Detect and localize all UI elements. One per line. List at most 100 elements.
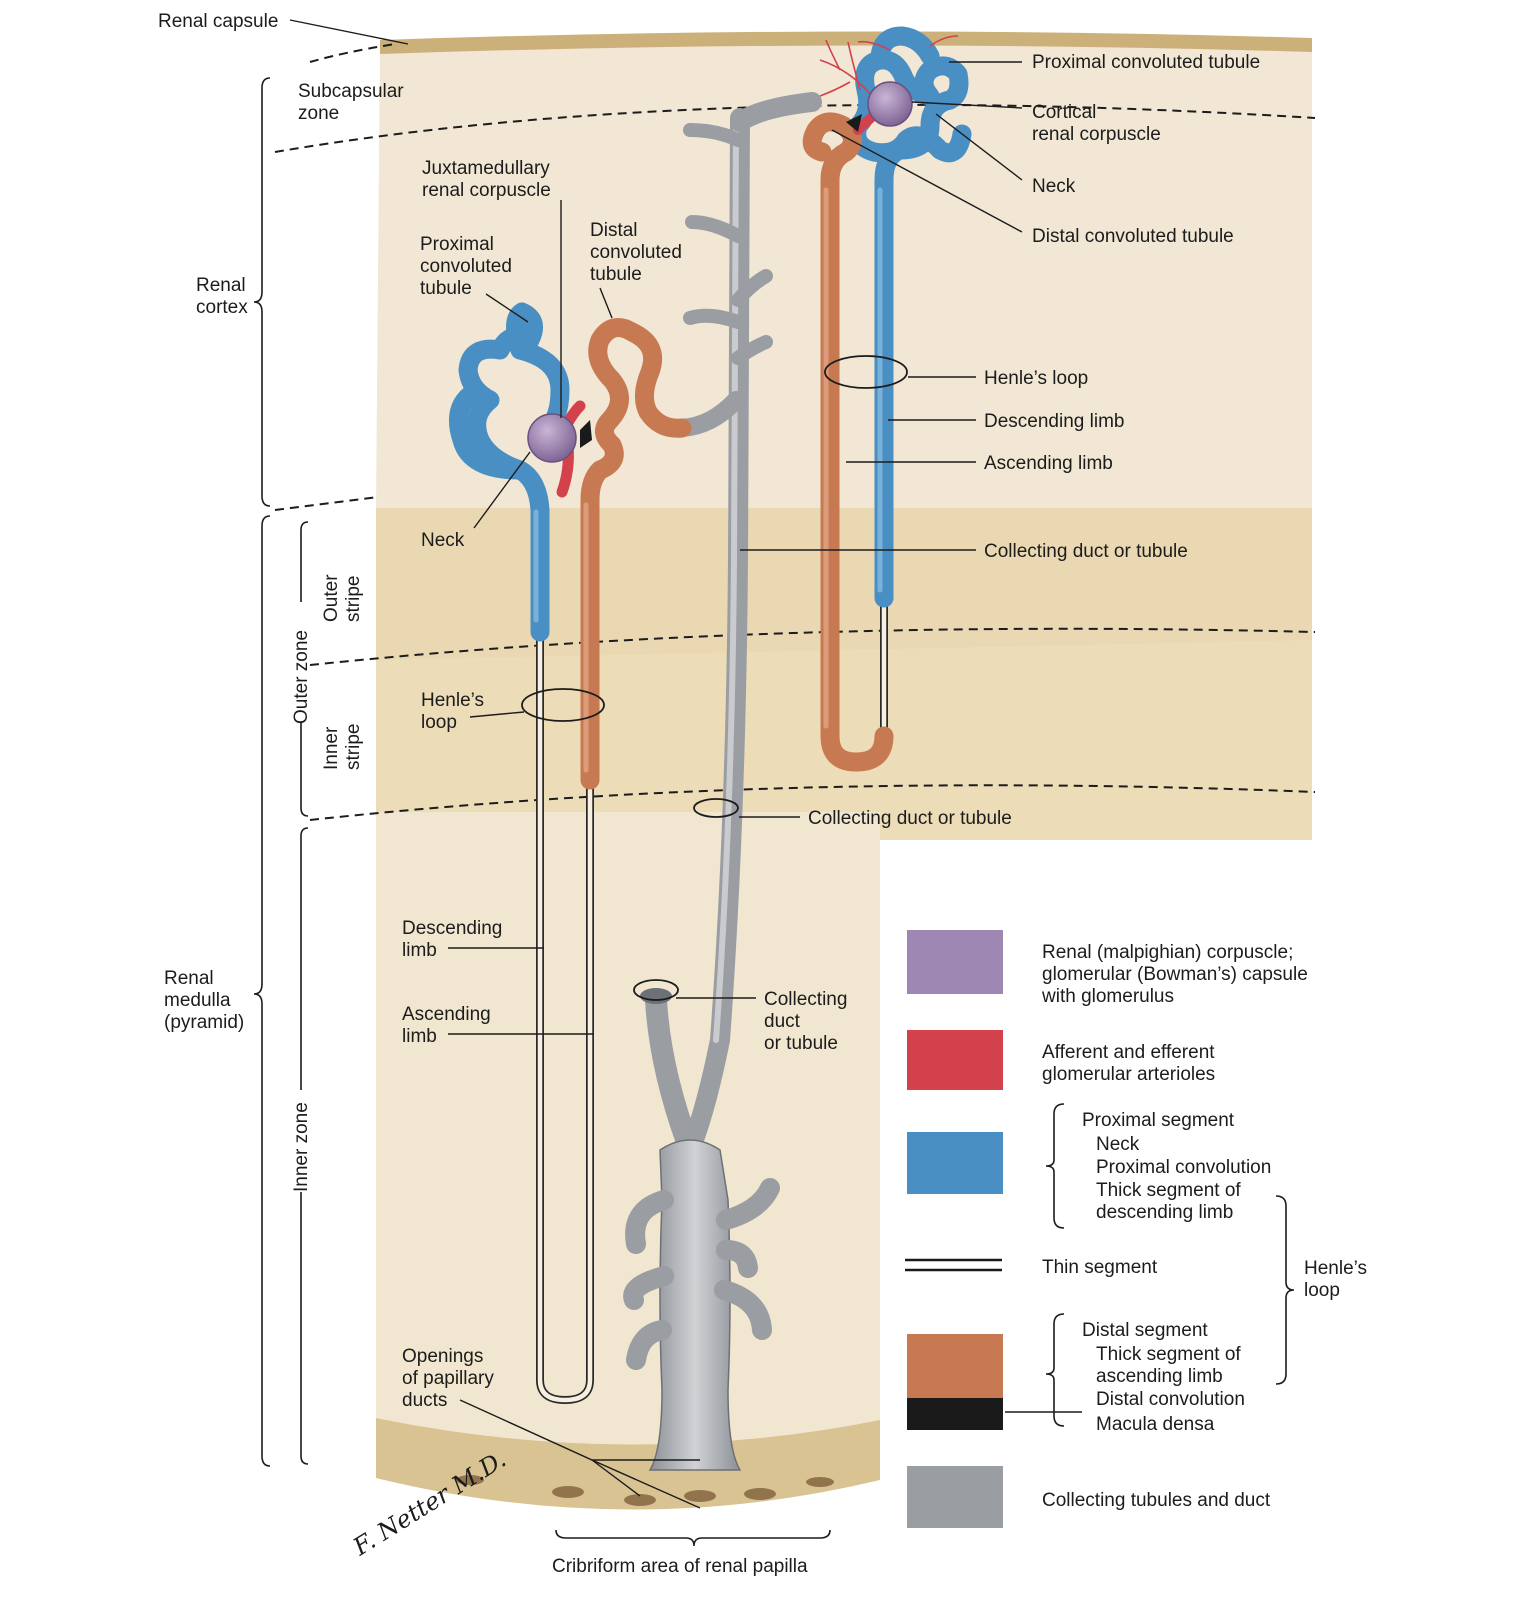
renal-capsule-label: Renal capsule — [158, 11, 278, 32]
cribriform-brace — [555, 1529, 831, 1547]
zone-braces — [253, 77, 309, 1467]
jm-ascending-label-2: limb — [402, 1026, 437, 1047]
legend-distal-brace — [1045, 1313, 1065, 1427]
papillary-duct — [648, 1139, 742, 1471]
renal-medulla-label-2: medulla — [164, 990, 231, 1011]
jm-descending-label-2: limb — [402, 940, 437, 961]
legend-proximal-item-2: Proximal convolution — [1096, 1157, 1271, 1178]
jm-corpuscle — [527, 413, 577, 463]
legend-proximal-item-3: Thick segment of — [1096, 1180, 1241, 1201]
cortical-corpuscle-label-2: renal corpuscle — [1032, 124, 1161, 145]
cortical-macula-densa — [846, 114, 862, 132]
collecting-duct-label-2: Collecting duct or tubule — [808, 808, 1012, 829]
cortical-henle-label: Henle’s loop — [984, 368, 1088, 389]
legend-swatch-thin — [905, 1258, 1002, 1272]
marker-rings — [521, 355, 908, 1001]
legend-henle-1: Henle’s — [1304, 1258, 1367, 1279]
outer-zone-label: Outer zone — [291, 630, 312, 724]
legend-henle-2: loop — [1304, 1280, 1340, 1301]
inner-medulla-region — [376, 812, 880, 1445]
legend-arterioles-2: glomerular arterioles — [1042, 1064, 1215, 1085]
inner-stripe-label-2: stripe — [343, 724, 364, 770]
outer-stripe-shade — [376, 508, 1312, 660]
jm-distal-label-2: convoluted — [590, 242, 682, 263]
cortical-ascending-label: Ascending limb — [984, 453, 1113, 474]
legend-corpuscle-1: Renal (malpighian) corpuscle; — [1042, 942, 1293, 963]
collecting-duct-label-1: Collecting duct or tubule — [984, 541, 1188, 562]
jm-neck-label: Neck — [421, 530, 465, 551]
collecting-duct-label-3c: or tubule — [764, 1033, 838, 1054]
papillary-duct-openings — [456, 1475, 834, 1506]
jm-macula-densa — [580, 420, 592, 448]
cortical-neck-label: Neck — [1032, 176, 1076, 197]
outer-stripe-label-2: stripe — [343, 576, 364, 622]
renal-cortex-brace — [253, 77, 271, 507]
legend-swatch-corpuscle — [907, 930, 1003, 994]
legend: Renal (malpighian) corpuscle; glomerular… — [905, 930, 1367, 1528]
inner-stripe-label-1: Inner — [321, 726, 342, 770]
legend-corpuscle-2: glomerular (Bowman’s) capsule — [1042, 964, 1308, 985]
leader-lines — [289, 19, 1082, 1509]
jm-henle-label-1: Henle’s — [421, 690, 484, 711]
legend-proximal-head: Proximal segment — [1082, 1110, 1235, 1131]
legend-collecting: Collecting tubules and duct — [1042, 1490, 1271, 1511]
legend-proximal-item-1: Neck — [1096, 1134, 1140, 1155]
tissue-background — [376, 31, 1312, 1510]
cortical-corpuscle-label-1: Cortical — [1032, 102, 1096, 123]
legend-distal-head: Distal segment — [1082, 1320, 1208, 1341]
renal-cortex-label-2: cortex — [196, 297, 248, 318]
outer-stripe-label-1: Outer — [321, 574, 342, 622]
zone-boundaries — [274, 43, 1316, 821]
legend-arterioles-1: Afferent and efferent — [1042, 1042, 1215, 1063]
inner-zone-label: Inner zone — [291, 1102, 312, 1192]
legend-swatch-macula — [907, 1398, 1003, 1430]
openings-label-3: ducts — [402, 1390, 447, 1411]
collecting-duct-label-3a: Collecting — [764, 989, 847, 1010]
legend-swatch-arterioles — [907, 1030, 1003, 1090]
cribriform-label: Cribriform area of renal papilla — [552, 1556, 808, 1577]
renal-medulla-brace — [253, 515, 271, 1467]
renal-cortex-label-1: Renal — [196, 275, 246, 296]
jm-proximal-label-3: tubule — [420, 278, 472, 299]
papilla-tip — [376, 1418, 880, 1510]
jm-distal-label-1: Distal — [590, 220, 638, 241]
jm-proximal-label-1: Proximal — [420, 234, 494, 255]
juxtamedullary-nephron — [448, 302, 692, 1405]
cortical-capillaries — [819, 35, 959, 97]
legend-distal-item-1: Thick segment of — [1096, 1344, 1241, 1365]
renal-medulla-label-1: Renal — [164, 968, 214, 989]
openings-label-2: of papillary — [402, 1368, 494, 1389]
legend-swatch-distal — [907, 1334, 1003, 1398]
legend-corpuscle-3: with glomerulus — [1041, 986, 1174, 1007]
legend-swatch-collecting — [907, 1466, 1003, 1528]
legend-henle-brace — [1275, 1195, 1295, 1385]
inner-zone-line — [300, 827, 309, 1465]
subcapsular-zone-label-1: Subcapsular — [298, 81, 404, 102]
jm-corpuscle-label-1: Juxtamedullary — [422, 158, 550, 179]
legend-swatch-proximal — [907, 1132, 1003, 1194]
legend-macula: Macula densa — [1096, 1414, 1215, 1435]
jm-distal-label-3: tubule — [590, 264, 642, 285]
openings-label-1: Openings — [402, 1346, 483, 1367]
jm-henle-label-2: loop — [421, 712, 457, 733]
cortical-corpuscle — [867, 81, 913, 127]
legend-distal-item-3: Distal convolution — [1096, 1389, 1245, 1410]
jm-descending-label-1: Descending — [402, 918, 502, 939]
jm-corpuscle-label-2: renal corpuscle — [422, 180, 551, 201]
jm-ascending-label-1: Ascending — [402, 1004, 491, 1025]
legend-distal-item-2: ascending limb — [1096, 1366, 1223, 1387]
legend-thin: Thin segment — [1042, 1257, 1158, 1278]
legend-proximal-item-4: descending limb — [1096, 1202, 1233, 1223]
renal-cortex-region — [376, 37, 1312, 508]
renal-medulla-label-3: (pyramid) — [164, 1012, 244, 1033]
cortical-proximal-label: Proximal convoluted tubule — [1032, 52, 1260, 73]
renal-capsule-band — [380, 31, 1312, 54]
cortical-descending-label: Descending limb — [984, 411, 1124, 432]
cortical-nephron — [802, 26, 972, 772]
legend-proximal-brace — [1045, 1103, 1065, 1229]
subcapsular-zone-label-2: zone — [298, 103, 339, 124]
collecting-duct-label-3b: duct — [764, 1011, 801, 1032]
cortical-distal-label: Distal convoluted tubule — [1032, 226, 1234, 247]
jm-proximal-label-2: convoluted — [420, 256, 512, 277]
